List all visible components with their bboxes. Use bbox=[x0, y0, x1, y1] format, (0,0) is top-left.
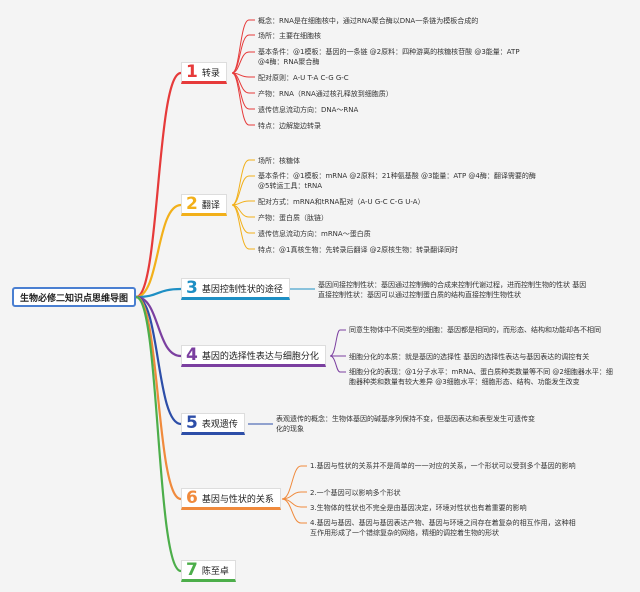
topic-transcription[interactable]: 1 转录 bbox=[181, 62, 227, 84]
topic-epigenetics[interactable]: 5 表观遗传 bbox=[181, 413, 245, 435]
topic-connector bbox=[135, 295, 182, 426]
leaf-connector bbox=[231, 159, 255, 206]
leaf-text: 场所：核糖体 bbox=[258, 157, 300, 165]
leaf-text: 概念：RNA是在细胞核中，通过RNA聚合酶以DNA一条链为模板合成的 bbox=[258, 17, 479, 25]
topic-number: 7 bbox=[186, 559, 198, 580]
leaf-text: 基本条件：@1模板：基因的一条链 @2原料：四种游离的核糖核苷酸 @3能量：AT… bbox=[258, 48, 520, 66]
root-topic[interactable]: 生物必修二知识点思维导图 bbox=[12, 287, 136, 307]
leaf-connector bbox=[231, 175, 255, 206]
topic-number: 6 bbox=[186, 487, 198, 508]
topic-number: 2 bbox=[186, 193, 198, 214]
topic-translation[interactable]: 2 翻译 bbox=[181, 194, 227, 216]
leaf-connector bbox=[329, 329, 346, 357]
leaf-text: 1.基因与性状的关系并不是简单的一一对应的关系，一个形状可以受到多个基因的影响 bbox=[310, 462, 576, 470]
leaf-text: 特点：@1真核生物：先转录后翻译 @2原核生物：转录翻译同时 bbox=[258, 246, 459, 254]
topic-number: 4 bbox=[186, 344, 198, 365]
leaf-text: 场所：主要在细胞核 bbox=[258, 32, 321, 40]
leaf-connector bbox=[329, 355, 346, 373]
leaf-connector bbox=[231, 19, 255, 74]
leaf-text: 4.基因与基因、基因与基因表达产物、基因与环境之间存在着复杂的相互作用，这种相互… bbox=[310, 519, 576, 537]
leaf-text: 产物：蛋白质（肽链） bbox=[258, 214, 328, 222]
topic-selective-expression[interactable]: 4 基因的选择性表达与细胞分化 bbox=[181, 345, 326, 367]
root-title: 生物必修二知识点思维导图 bbox=[19, 293, 128, 304]
topic-label: 基因与性状的关系 bbox=[201, 494, 274, 505]
topic-connector bbox=[135, 295, 182, 358]
topic-connector bbox=[135, 295, 182, 501]
topic-gene-trait-pathway[interactable]: 3 基因控制性状的途径 bbox=[181, 278, 290, 300]
leaf-text: 基本条件：@1模板：mRNA @2原料：21种氨基酸 @3能量：ATP @4酶：… bbox=[258, 172, 536, 190]
leaf-connector bbox=[231, 200, 255, 206]
leaf-text: 3.生物体的性状也不完全是由基因决定，环境对性状也有着重要的影响 bbox=[310, 504, 527, 512]
leaf-text: 2.一个基因可以影响多个形状 bbox=[310, 489, 401, 497]
leaf-connector bbox=[231, 72, 255, 126]
leaf-text: 配对原则：A-U T-A C-G G-C bbox=[258, 74, 349, 82]
leaf-text: 基因间接控制性状：基因通过控制酶的合成来控制代谢过程，进而控制生物的性状 基因直… bbox=[318, 281, 587, 299]
topic-number: 3 bbox=[186, 277, 198, 298]
leaf-connector bbox=[281, 465, 307, 500]
topic-connector bbox=[135, 295, 182, 573]
topic-gene-trait-relation[interactable]: 6 基因与性状的关系 bbox=[181, 488, 281, 510]
topic-number: 5 bbox=[186, 412, 198, 433]
leaf-text: 配对方式：mRNA和tRNA配对（A-U G-C C-G U-A） bbox=[258, 198, 425, 206]
leaf-text: 特点：边解旋边转录 bbox=[258, 122, 321, 130]
leaf-text: 表观遗传的概念：生物体基因的碱基序列保持不变，但基因表达和表型发生可遗传变化的现… bbox=[276, 415, 535, 433]
topic-connector bbox=[135, 71, 182, 299]
leaf-text: 细胞分化的表现：@1分子水平：mRNA、蛋白质种类数量等不同 @2细胞器水平：细… bbox=[349, 368, 613, 386]
leaf-connector bbox=[231, 51, 255, 74]
leaf-connector bbox=[231, 204, 255, 250]
leaf-text: 产物：RNA（RNA通过核孔释放到细胞质） bbox=[258, 90, 393, 98]
topic-connector bbox=[135, 203, 182, 299]
leaf-text: 遗传信息流动方向：mRNA～蛋白质 bbox=[258, 230, 371, 238]
topic-label: 表观遗传 bbox=[201, 419, 238, 430]
leaf-text: 遗传信息流动方向：DNA～RNA bbox=[258, 106, 359, 114]
topic-label: 基因的选择性表达与细胞分化 bbox=[201, 351, 319, 362]
topic-label: 转录 bbox=[201, 68, 220, 79]
topic-label: 陈至卓 bbox=[201, 566, 229, 577]
leaf-text: 细胞分化的本质：就是基因的选择性 基因的选择性表达与基因表达的调控有关 bbox=[349, 353, 590, 361]
leaf-connector bbox=[281, 491, 307, 500]
leaf-connector bbox=[281, 498, 307, 524]
topic-connector bbox=[135, 287, 182, 299]
topic-number: 1 bbox=[186, 61, 198, 82]
leaf-text: 同意生物体中不同类型的细胞：基因都是相同的，而形态、结构和功能却各不相同 bbox=[349, 326, 601, 334]
topic-author[interactable]: 7 陈至卓 bbox=[181, 560, 236, 582]
topic-label: 翻译 bbox=[201, 200, 220, 211]
topic-label: 基因控制性状的途径 bbox=[201, 284, 283, 295]
